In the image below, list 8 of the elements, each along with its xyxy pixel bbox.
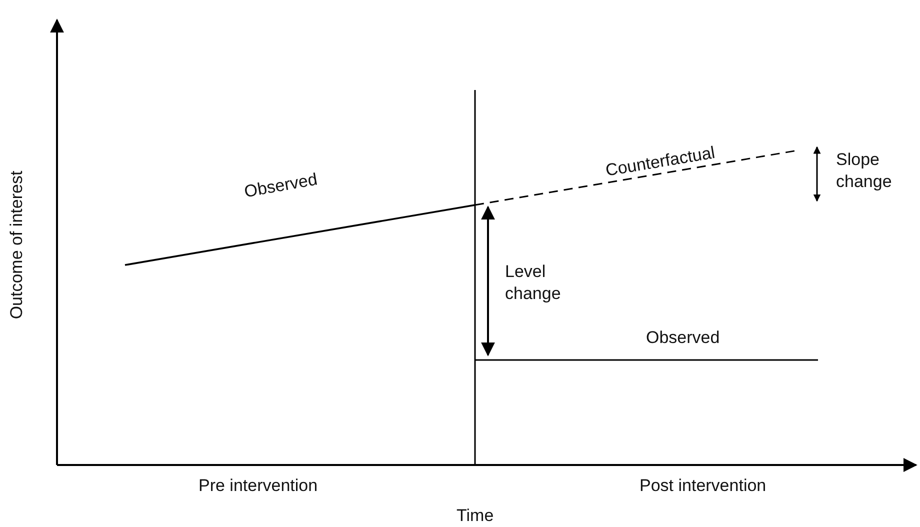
region-label: Pre intervention [198, 475, 318, 497]
series-label: Observed [242, 168, 320, 204]
measure-label: Slope change [836, 149, 893, 193]
measure-label: Level change [505, 261, 562, 305]
region-label: Post intervention [640, 475, 766, 497]
series-label: Observed [646, 327, 720, 349]
axis-label: Time [456, 505, 494, 527]
axis-label: Outcome of interest [6, 170, 28, 320]
